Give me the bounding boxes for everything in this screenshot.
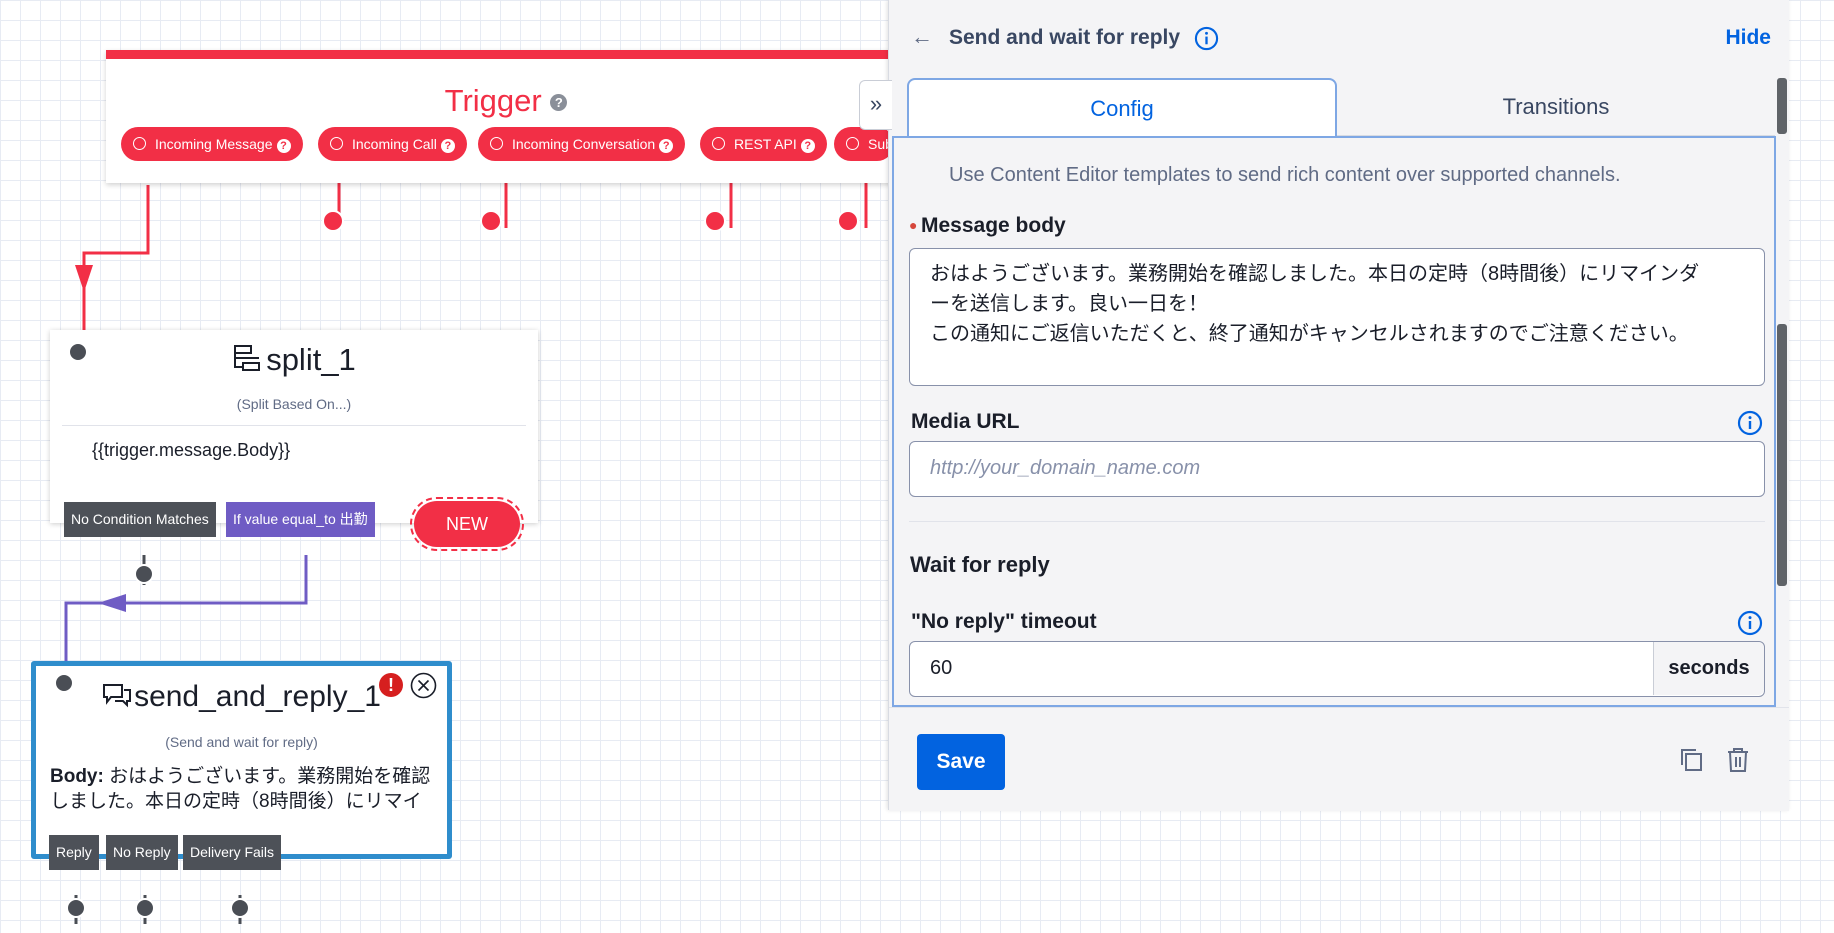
message-line: ーを送信します。良い一日を！ xyxy=(930,293,1208,315)
scrollbar-thumb[interactable] xyxy=(1777,78,1787,134)
radio-ring-icon xyxy=(490,137,503,150)
scrollbar-thumb[interactable] xyxy=(1777,324,1787,586)
panel-header: ← Send and wait for reply Hide xyxy=(889,0,1789,78)
trigger-pill-incoming-call[interactable]: Incoming Call? xyxy=(318,127,467,161)
body-text: おはようございます。業務開始を確認しました。本日の定時（8時間後）にリマイ xyxy=(50,766,431,812)
radio-ring-icon xyxy=(330,137,343,150)
trigger-pill-incoming-conversation[interactable]: Incoming Conversation? xyxy=(478,127,686,161)
new-transition-button[interactable]: NEW xyxy=(410,497,524,551)
help-icon[interactable]: ? xyxy=(550,94,568,112)
trigger-pill-subflow[interactable]: Sub xyxy=(834,127,894,161)
help-icon[interactable]: ? xyxy=(659,139,674,153)
split-icon xyxy=(234,345,261,371)
split-widget[interactable]: split_1 (Split Based On...) {{trigger.me… xyxy=(50,330,538,523)
trigger-output-dot[interactable] xyxy=(837,210,859,232)
media-url-label: Media URL xyxy=(911,410,1020,433)
panel-tabs: Config Transitions xyxy=(907,78,1775,136)
config-form: Use Content Editor templates to send ric… xyxy=(892,136,1776,707)
chat-bubbles-icon xyxy=(103,684,132,708)
transition-if-value-equal[interactable]: If value equal_to 出勤 xyxy=(226,502,375,537)
hide-panel-link[interactable]: Hide xyxy=(1725,26,1771,49)
close-icon[interactable] xyxy=(410,672,437,699)
help-icon[interactable]: ? xyxy=(276,139,291,153)
config-panel: » ← Send and wait for reply Hide Config … xyxy=(859,0,1789,811)
send-subtitle: (Send and wait for reply) xyxy=(165,734,318,750)
radio-ring-icon xyxy=(712,137,725,150)
trigger-pill-incoming-message[interactable]: Incoming Message? xyxy=(121,127,303,161)
back-arrow-icon[interactable]: ← xyxy=(911,24,933,49)
trigger-output-dot[interactable] xyxy=(322,210,344,232)
timeout-label: "No reply" timeout xyxy=(911,610,1097,633)
divider xyxy=(909,521,1765,522)
error-icon[interactable]: ! xyxy=(379,673,403,697)
trash-icon[interactable] xyxy=(1725,746,1751,774)
trigger-output-dot[interactable] xyxy=(704,210,726,232)
pill-label: Incoming Call xyxy=(352,136,437,152)
panel-title: Send and wait for reply xyxy=(949,26,1181,49)
message-body-label-text: Message body xyxy=(921,214,1066,237)
wait-for-reply-heading: Wait for reply xyxy=(910,552,1050,577)
send-title-text: send_and_reply_1 xyxy=(134,680,381,713)
pill-label: Incoming Message xyxy=(155,136,273,152)
send-output-dot-delivery-fails[interactable] xyxy=(230,898,250,918)
message-body-textarea[interactable]: おはようございます。業務開始を確認しました。本日の定時（8時間後）にリマインダ … xyxy=(909,248,1765,386)
send-body-preview: Body: おはようございます。業務開始を確認しました。本日の定時（8時間後）に… xyxy=(50,764,433,816)
split-output-dot[interactable] xyxy=(134,564,154,584)
send-title: send_and_reply_1 xyxy=(36,680,447,714)
pill-label: Incoming Conversation xyxy=(512,136,656,152)
pill-label: REST API xyxy=(734,136,797,152)
radio-ring-icon xyxy=(133,137,146,150)
required-marker: ● xyxy=(909,217,918,233)
save-button[interactable]: Save xyxy=(917,734,1005,790)
message-line: この通知にご返信いただくと、終了通知がキャンセルされますのでご注意ください。 xyxy=(930,323,1689,345)
panel-footer: Save xyxy=(889,707,1789,811)
send-input-dot[interactable] xyxy=(54,673,74,693)
duplicate-icon[interactable] xyxy=(1679,746,1705,774)
tab-transitions[interactable]: Transitions xyxy=(1337,78,1775,136)
trigger-title: Trigger ? xyxy=(106,83,906,119)
trigger-title-text: Trigger xyxy=(444,83,542,118)
info-icon[interactable] xyxy=(1194,26,1219,51)
info-icon[interactable] xyxy=(1737,610,1763,636)
transition-reply[interactable]: Reply xyxy=(49,835,99,870)
timeout-input[interactable]: 60 xyxy=(930,657,953,679)
send-output-dot-reply[interactable] xyxy=(66,898,86,918)
tab-config[interactable]: Config xyxy=(907,78,1337,136)
send-output-dot-no-reply[interactable] xyxy=(135,898,155,918)
template-note: Use Content Editor templates to send ric… xyxy=(949,164,1621,186)
help-icon[interactable]: ? xyxy=(800,139,815,153)
message-line: おはようございます。業務開始を確認しました。本日の定時（8時間後）にリマインダ xyxy=(930,263,1700,285)
pill-label: Sub xyxy=(868,136,893,152)
transition-no-reply[interactable]: No Reply xyxy=(106,835,178,870)
transition-no-condition-matches[interactable]: No Condition Matches xyxy=(64,502,216,537)
media-url-input[interactable]: http://your_domain_name.com xyxy=(909,441,1765,497)
trigger-widget[interactable]: Trigger ? xyxy=(106,50,906,183)
timeout-input-group[interactable]: 60 seconds xyxy=(909,641,1765,697)
divider xyxy=(62,425,526,426)
split-title: split_1 xyxy=(50,342,538,378)
trigger-pill-rest-api[interactable]: REST API? xyxy=(700,127,827,161)
help-icon[interactable]: ? xyxy=(440,139,455,153)
split-input-dot[interactable] xyxy=(68,342,88,362)
transition-delivery-fails[interactable]: Delivery Fails xyxy=(183,835,282,870)
timeout-unit-addon: seconds xyxy=(1653,642,1764,695)
info-icon[interactable] xyxy=(1737,410,1763,436)
radio-ring-icon xyxy=(846,137,859,150)
body-label: Body: xyxy=(50,766,104,787)
message-body-label: ● Message body xyxy=(909,214,1066,238)
split-variable: {{trigger.message.Body}} xyxy=(92,440,291,460)
trigger-output-dot[interactable] xyxy=(480,210,502,232)
split-subtitle: (Split Based On...) xyxy=(236,396,352,412)
split-title-text: split_1 xyxy=(266,342,356,377)
collapse-panel-button[interactable]: » xyxy=(859,80,892,130)
